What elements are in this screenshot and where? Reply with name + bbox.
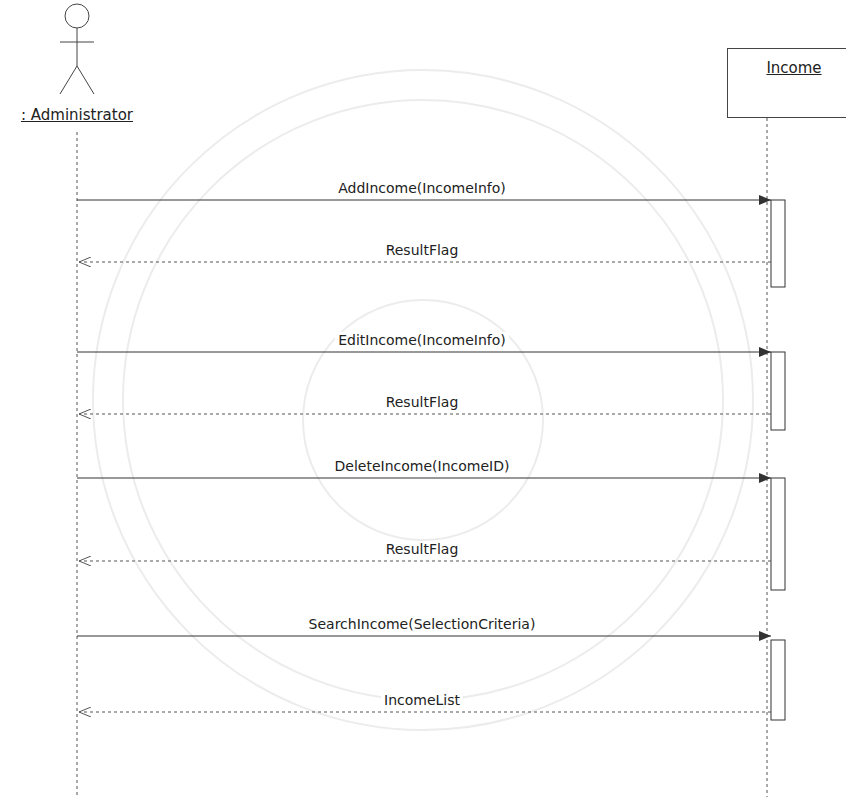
lifeline [767,118,768,797]
message-arrow [77,352,771,353]
watermark-emblem [93,70,753,730]
message-label: AddIncome(IncomeInfo) [335,180,509,196]
actor: : Administrator [5,0,150,132]
lifeline [77,132,78,797]
message-label: SearchIncome(SelectionCriteria) [306,616,539,632]
message-label: ResultFlag [383,242,462,258]
message-arrow [77,636,771,637]
object-name: Income [766,59,821,77]
message-label: ResultFlag [383,394,462,410]
message-arrow [77,478,771,479]
message-label: EditIncome(IncomeInfo) [335,332,509,348]
message-arrow [77,200,771,201]
object-box: Income [727,48,846,118]
return-arrow [79,262,771,263]
activation-bars [771,200,785,720]
message-label: IncomeList [381,692,463,708]
message-label: DeleteIncome(IncomeID) [332,458,513,474]
return-arrow [79,712,771,713]
return-arrow [79,561,771,562]
actor-name: : Administrator [21,106,133,124]
message-label: ResultFlag [383,541,462,557]
return-arrow [79,414,771,415]
actor-figure [5,0,150,100]
